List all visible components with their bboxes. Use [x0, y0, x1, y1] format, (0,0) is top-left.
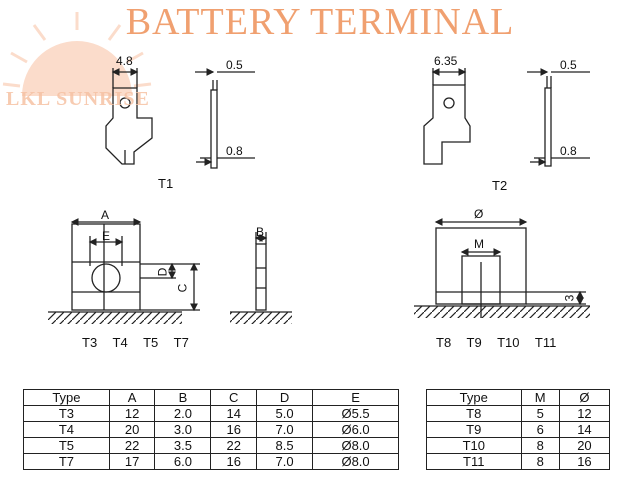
right-table-cell: 16	[558, 453, 611, 470]
right-table-cell: T10	[426, 437, 522, 454]
right-header-cell: Type	[426, 389, 522, 406]
left-table-cell: 3.5	[154, 437, 212, 454]
t8-figure-label: T8 T9 T10 T11	[436, 335, 557, 350]
t3-side-view	[230, 232, 292, 324]
dim-3-label: 3	[562, 294, 577, 302]
t2-figure-label: T2	[492, 178, 508, 193]
t2-thickness-bottom-label: 0.8	[560, 144, 577, 158]
t3-figure-label: T3 T4 T5 T7	[82, 335, 189, 350]
left-table-cell: T3	[23, 405, 110, 422]
sun-logo-icon	[2, 12, 152, 96]
t3-front-view	[48, 218, 200, 324]
right-table-cell: 20	[558, 437, 611, 454]
left-table-cell: 5.0	[255, 405, 314, 422]
dim-a-label: A	[101, 208, 110, 222]
left-header-cell: Type	[23, 389, 110, 406]
left-table-cell: 6.0	[154, 453, 212, 470]
left-table-cell: 7.0	[255, 421, 314, 438]
t8-front-view	[414, 218, 590, 318]
right-table-cell: 12	[558, 405, 611, 422]
left-table-cell: 12	[108, 405, 156, 422]
left-table-cell: 22	[210, 437, 257, 454]
t1-front-view	[105, 68, 153, 165]
right-table-cell: T8	[426, 405, 522, 422]
right-table-cell: T9	[426, 421, 522, 438]
right-table-cell: 6	[520, 421, 560, 438]
dim-c-label: C	[175, 283, 190, 293]
left-header-cell: C	[210, 389, 257, 406]
left-table-cell: Ø6.0	[312, 421, 399, 438]
t2-width-label: 6.35	[434, 54, 458, 68]
t2-front-view	[423, 68, 471, 165]
left-table-cell: 7.0	[255, 453, 314, 470]
right-table-cell: 5	[520, 405, 560, 422]
left-table-cell: Ø8.0	[312, 453, 399, 470]
left-table-cell: T4	[23, 421, 110, 438]
dim-m-label: M	[474, 237, 484, 251]
t1-side-view	[195, 68, 255, 169]
dim-b-label: B	[256, 225, 265, 239]
brand-watermark: LKL SUNRISE	[6, 88, 150, 110]
left-table-cell: 22	[108, 437, 156, 454]
t1-thickness-bottom-label: 0.8	[226, 144, 243, 158]
left-header-cell: D	[255, 389, 314, 406]
t1-figure-label: T1	[158, 176, 174, 191]
dim-d-label: D	[155, 267, 170, 277]
left-table-cell: T7	[23, 453, 110, 470]
left-header-cell: A	[108, 389, 156, 406]
left-table-cell: 8.5	[255, 437, 314, 454]
left-table-cell: Ø8.0	[312, 437, 399, 454]
left-table-cell: Ø5.5	[312, 405, 399, 422]
right-header-cell: M	[520, 389, 560, 406]
left-table-cell: 2.0	[154, 405, 212, 422]
t1-width-label: 4.8	[116, 54, 133, 68]
right-table-cell: 14	[558, 421, 611, 438]
left-table-cell: 14	[210, 405, 257, 422]
left-table-cell: 17	[108, 453, 156, 470]
left-header-cell: B	[154, 389, 212, 406]
t1-thickness-top-label: 0.5	[226, 58, 243, 72]
right-table-cell: 8	[520, 437, 560, 454]
left-table-cell: T5	[23, 437, 110, 454]
left-table-cell: 16	[210, 421, 257, 438]
left-table-cell: 16	[210, 453, 257, 470]
page-title: BATTERY TERMINAL	[125, 1, 515, 43]
left-table-cell: 20	[108, 421, 156, 438]
t2-side-view	[527, 68, 590, 167]
right-table-cell: 8	[520, 453, 560, 470]
right-header-cell: Ø	[558, 389, 611, 406]
right-table-cell: T11	[426, 453, 522, 470]
left-table-cell: 3.0	[154, 421, 212, 438]
left-header-cell: E	[312, 389, 399, 406]
t2-thickness-top-label: 0.5	[560, 58, 577, 72]
dim-e-label: E	[102, 229, 111, 243]
dim-diameter-label: Ø	[474, 207, 484, 221]
